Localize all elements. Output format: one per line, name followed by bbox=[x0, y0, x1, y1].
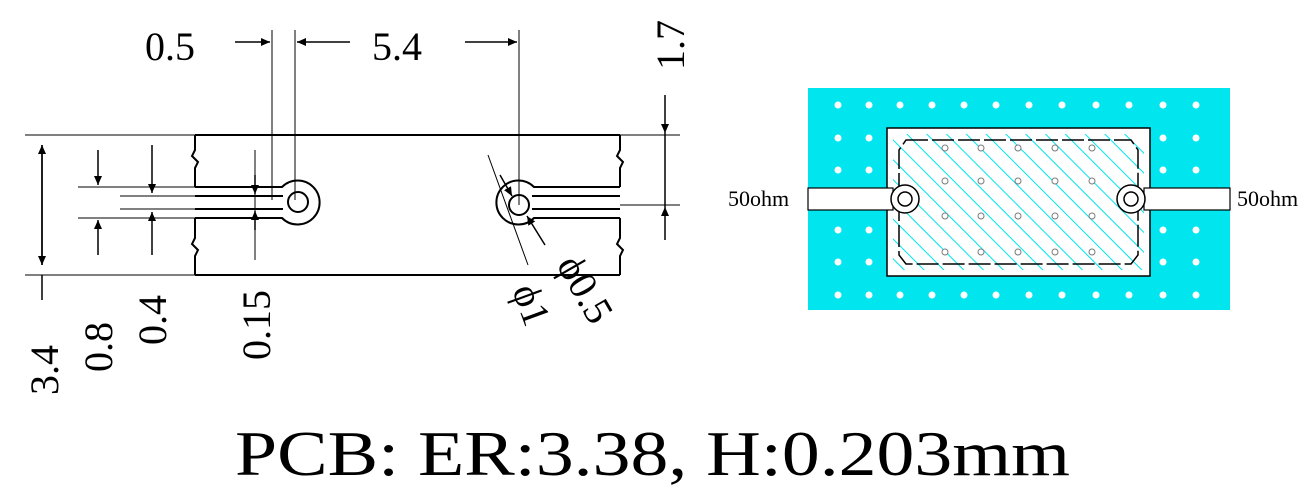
right-port-pad-inner bbox=[1123, 191, 1139, 207]
dim-total-height: 3.4 bbox=[22, 345, 67, 395]
dim-inner-diameter: ϕ0.5 bbox=[548, 247, 623, 331]
dim-outer-diameter: ϕ1 bbox=[504, 278, 560, 332]
right-port-label: 50ohm bbox=[1237, 186, 1298, 211]
dim-gap-width: 0.5 bbox=[145, 24, 195, 69]
body-left-lower bbox=[190, 218, 200, 275]
left-slot-outline bbox=[195, 179, 321, 226]
right-feed-line bbox=[1143, 187, 1231, 211]
body-right-upper bbox=[615, 135, 625, 187]
body-right-lower bbox=[615, 218, 625, 275]
left-hole-inner bbox=[287, 191, 309, 213]
dim-slot-height: 0.8 bbox=[76, 322, 121, 372]
right-slot-inner bbox=[532, 195, 620, 210]
dim-line-width: 0.15 bbox=[234, 290, 279, 360]
left-slot-inner bbox=[195, 195, 283, 210]
left-port-label: 50ohm bbox=[728, 186, 789, 211]
body-left-upper bbox=[190, 135, 200, 187]
inner-via-grid bbox=[941, 144, 1096, 256]
dim-right-offset: 1.7 bbox=[648, 20, 693, 70]
dim-center-height: 0.4 bbox=[130, 295, 175, 345]
mechanical-drawing bbox=[25, 30, 680, 300]
left-port-pad-inner bbox=[897, 191, 913, 207]
via-grid bbox=[834, 101, 1200, 299]
pcb-caption: PCB: ER:3.38, H:0.203mm bbox=[235, 418, 1070, 485]
pcb-layout bbox=[807, 88, 1231, 310]
dim-hole-spacing: 5.4 bbox=[372, 24, 422, 69]
right-slot-outline bbox=[495, 179, 620, 226]
pcb-inner-outline bbox=[898, 139, 1139, 265]
pcb-hatched-area bbox=[893, 134, 1144, 270]
left-feed-line bbox=[807, 187, 894, 211]
